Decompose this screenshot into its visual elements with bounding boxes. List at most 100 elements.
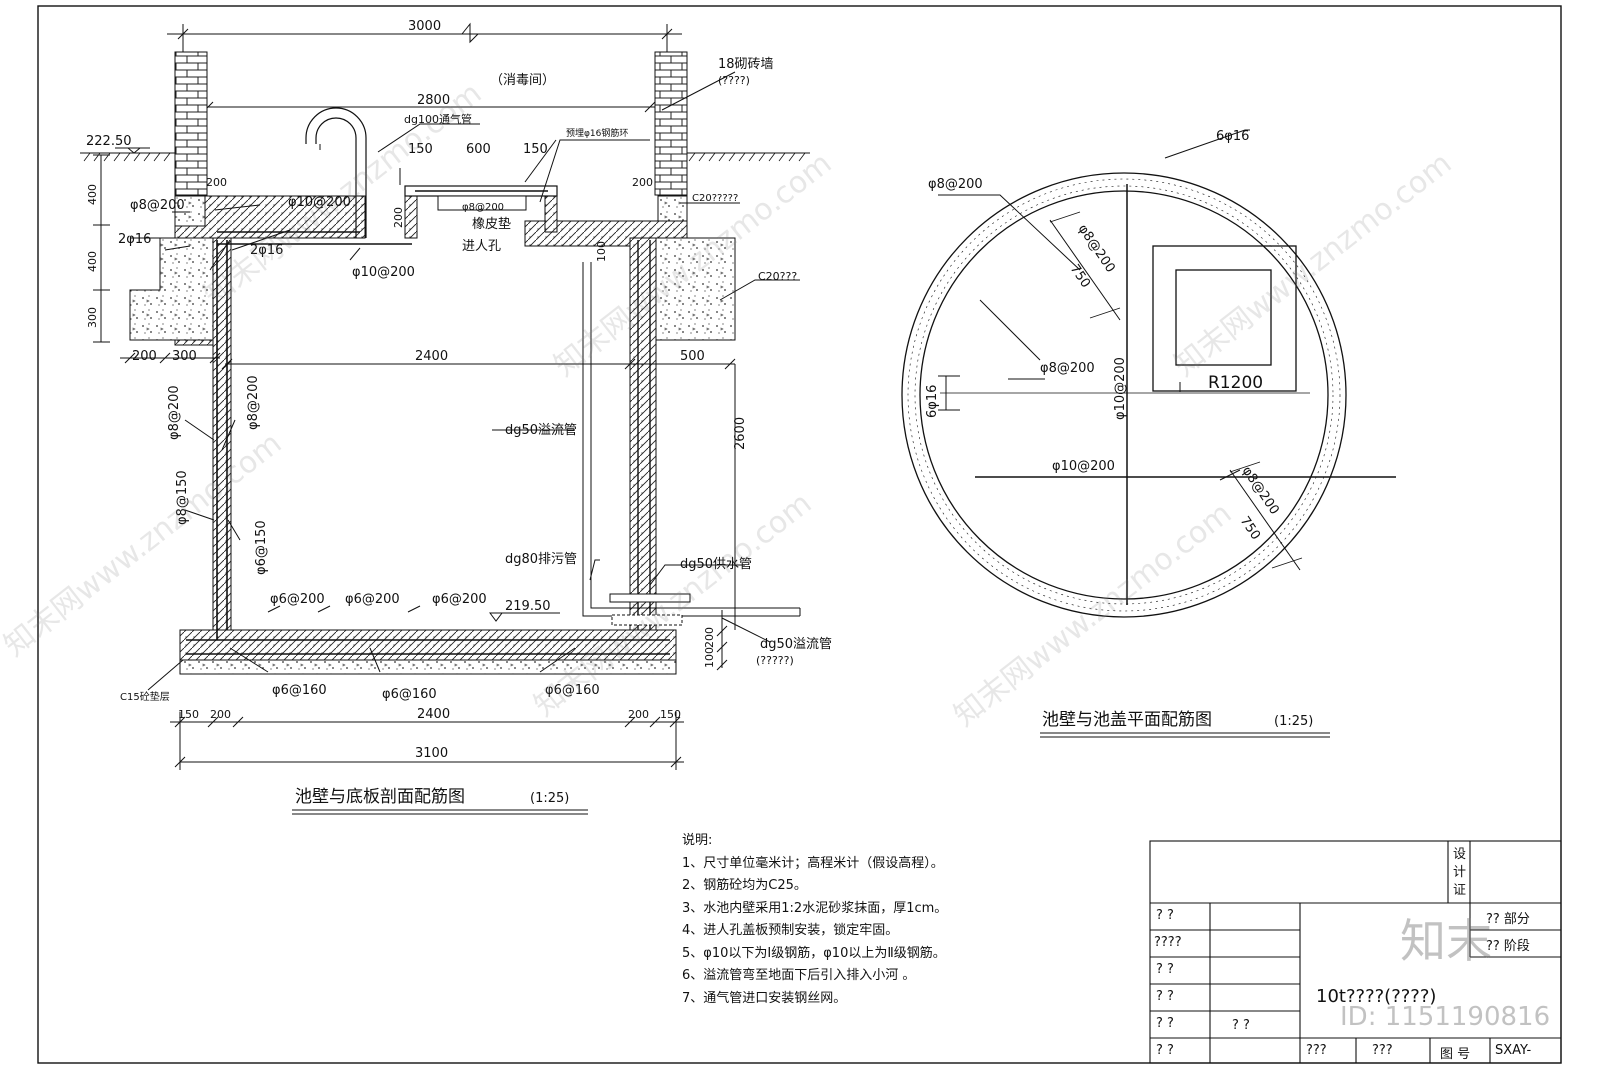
tb-project: 10t????(????) [1316, 986, 1437, 1007]
side-dim-2: 200 [632, 176, 653, 189]
dim-top: 3000 [408, 19, 441, 34]
supply-pipe [609, 593, 691, 603]
base-dim-right-2: 200 [703, 627, 716, 648]
tb-row-2: ???? [1154, 935, 1182, 950]
overflow-pipe [582, 262, 800, 617]
note-7: 7、通气管进口安装钢丝网。 [682, 990, 847, 1006]
slab-bar-4: 2φ16 [250, 243, 283, 258]
tb-stage: ?? 阶段 [1486, 939, 1530, 954]
note-4: 4、进人孔盖板预制安装，锁定牢固。 [682, 923, 899, 938]
plan-title: 池壁与池盖平面配筋图 [1042, 710, 1212, 730]
vent-pipe [305, 107, 367, 238]
plan-manhole-outer [1152, 245, 1297, 392]
brick-wall-left [174, 51, 208, 196]
manhole-label: 进人孔 [462, 239, 501, 254]
bottom-dim-4: 200 [628, 708, 649, 721]
cover-bar: φ8@200 [462, 202, 504, 213]
slab-bar-2: φ10@200 [288, 195, 351, 210]
tb-drawing-no: SXAY- [1495, 1043, 1532, 1058]
plan-dim-b: 750 [1237, 514, 1263, 543]
section-title: 池壁与底板剖面配筋图 [295, 787, 465, 807]
drain-pipe-label: dg80排污管 [505, 552, 577, 567]
side-dim-1: 200 [206, 176, 227, 189]
left-dim-1: 400 [86, 184, 99, 205]
note-2: 2、钢筋砼均为C25。 [682, 878, 807, 893]
cover-dim-2: 600 [466, 142, 491, 157]
base-bar-top-2: φ6@200 [345, 592, 400, 607]
overflow-pipe-label: dg50溢流管 [505, 423, 577, 438]
plan-dim-a: 750 [1067, 262, 1093, 291]
overflow-out-note: (?????) [756, 654, 794, 667]
wall-left [212, 237, 232, 631]
span-dim: 2400 [415, 349, 448, 364]
base-bar-bottom-2: φ6@160 [382, 687, 437, 702]
cover-dim-3: 150 [523, 142, 548, 157]
right-ext-dim: 500 [680, 349, 705, 364]
plan-bar-vert: φ10@200 [1113, 357, 1128, 420]
bottom-dim-1: 150 [178, 708, 199, 721]
tb-row-4: ? ? [1156, 989, 1174, 1004]
vent-pipe-label: dg100通气管 [404, 112, 472, 126]
plan-bar-a: φ8@200 [928, 177, 983, 192]
bottom-total: 3100 [415, 746, 448, 761]
slab-bar-3: 2φ16 [118, 232, 151, 247]
notes: 说明: 1、尺寸单位毫米计；高程米计（假设高程）。 2、钢筋砼均为C25。 3、… [682, 830, 947, 1010]
wall-bar-4: φ6@150 [254, 520, 269, 575]
design-cert-label: 设计证 [1453, 847, 1467, 898]
plan-ring-bar: 6φ16 [1216, 129, 1249, 144]
tb-drawing-no-label: 图 号 [1440, 1047, 1471, 1062]
side-dim-4: 100 [595, 241, 608, 262]
wall-label: 18砌砖墙 [718, 57, 774, 72]
brick-wall-right [654, 51, 688, 196]
dim-inner: 2800 [417, 93, 450, 108]
height-dim: 2600 [733, 417, 748, 450]
note-1: 1、尺寸单位毫米计；高程米计（假设高程）。 [682, 855, 944, 871]
left-dim-2: 400 [86, 251, 99, 272]
section-scale: (1:25) [530, 791, 569, 806]
base-dim-right-1: 100 [703, 647, 716, 668]
plan-bar-c: φ8@200 [1040, 361, 1095, 376]
plan-bar-horiz: φ10@200 [1052, 459, 1115, 474]
base-slab [179, 629, 677, 661]
wall-bar-2: φ8@200 [246, 375, 261, 430]
slab-bar-5: φ10@200 [352, 265, 415, 280]
foot-dim-2: 300 [172, 349, 197, 364]
notes-heading: 说明: [682, 833, 713, 848]
base-bar-top-1: φ6@200 [270, 592, 325, 607]
bottom-dim-3: 2400 [417, 707, 450, 722]
title-block [1149, 840, 1562, 1064]
wall-bar-3: φ8@150 [175, 470, 190, 525]
cover-dim-1: 150 [408, 142, 433, 157]
base-bar-top-3: φ6@200 [432, 592, 487, 607]
c20-top: C20????? [692, 193, 738, 204]
rubber-pad: 橡皮垫 [472, 216, 511, 232]
bottom-dim-2: 200 [210, 708, 231, 721]
wall-bar-1: φ8@200 [167, 385, 182, 440]
plan-view [901, 129, 1396, 618]
supply-pipe-label: dg50供水管 [680, 557, 752, 572]
ring-note: 预埋φ16钢筋环 [566, 127, 628, 139]
left-dim-3: 300 [86, 307, 99, 328]
room-label: （消毒间） [490, 73, 555, 88]
plan-radius: R1200 [1208, 373, 1263, 393]
note-5: 5、φ10以下为Ⅰ级钢筋，φ10以上为Ⅱ级钢筋。 [682, 945, 946, 961]
note-6: 6、溢流管弯至地面下后引入排入小河 。 [682, 968, 916, 983]
drain-pipe [611, 614, 683, 626]
plan-bar-d: φ8@200 [1239, 464, 1282, 518]
c20-mid: C20??? [758, 270, 797, 283]
ground-level: 222.50 [86, 134, 132, 149]
overflow-out-label: dg50溢流管 [760, 637, 832, 652]
bottom-level: 219.50 [505, 599, 551, 614]
wall-right [629, 237, 657, 631]
manhole-neck-right [544, 191, 558, 233]
tb-row-5: ? ? [1156, 1016, 1174, 1031]
sheet-border [37, 5, 1562, 1064]
plan-scale: (1:25) [1274, 714, 1313, 729]
base-bar-bottom-1: φ6@160 [272, 683, 327, 698]
plan-manhole-inner [1175, 269, 1272, 366]
tb-extra: ? ? [1232, 1018, 1250, 1033]
tb-part: ?? 部分 [1486, 912, 1530, 927]
foot-dim-1: 200 [132, 349, 157, 364]
wall-note: (????) [718, 74, 750, 87]
